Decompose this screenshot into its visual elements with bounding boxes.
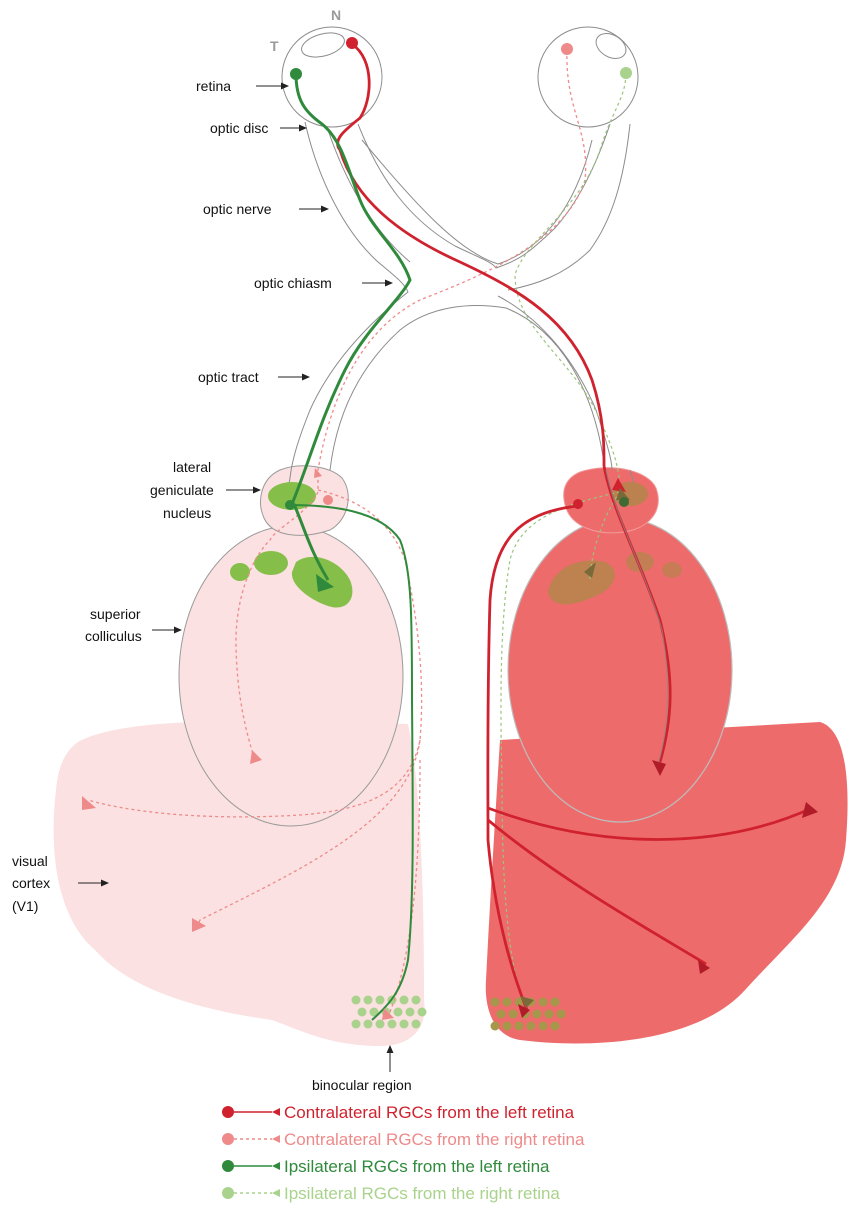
nasal-label: N xyxy=(331,7,341,23)
optic-disc-label: optic disc xyxy=(210,120,268,136)
binocular-dot xyxy=(527,1022,536,1031)
v1-label-line1: visual xyxy=(12,853,48,869)
binocular-dot xyxy=(545,1010,554,1019)
lgn-label-line1: lateral xyxy=(173,459,211,475)
binocular-dot xyxy=(503,1022,512,1031)
right-superior-colliculus xyxy=(508,518,732,822)
right-hemisphere xyxy=(486,468,848,1044)
binocular-dot xyxy=(412,1020,421,1029)
binocular-dot xyxy=(515,1022,524,1031)
legend-item: Contralateral RGCs from the right retina xyxy=(222,1130,585,1149)
legend-swatch-arrowhead xyxy=(272,1189,280,1197)
legend-swatch-arrowhead xyxy=(272,1135,280,1143)
sc-label-line1: superior xyxy=(90,606,141,622)
v1-label-line3: (V1) xyxy=(12,898,38,914)
binocular-dot xyxy=(388,1020,397,1029)
legend-swatch-dot xyxy=(222,1133,234,1145)
left-lgn-contra-dot xyxy=(323,495,333,505)
binocular-dot xyxy=(539,998,548,1007)
temporal-label: T xyxy=(270,38,279,54)
legend-label: Ipsilateral RGCs from the left retina xyxy=(284,1157,550,1176)
sc-label-line2: colliculus xyxy=(85,628,142,644)
binocular-dot xyxy=(400,996,409,1005)
left-retina-ipsi-origin xyxy=(290,68,302,80)
binocular-dot xyxy=(503,998,512,1007)
right-retina-ipsi-origin xyxy=(620,67,632,79)
left-superior-colliculus xyxy=(179,526,403,826)
legend-item: Contralateral RGCs from the left retina xyxy=(222,1103,575,1122)
left-hemisphere xyxy=(54,466,425,1046)
binocular-dot xyxy=(376,996,385,1005)
legend-label: Contralateral RGCs from the right retina xyxy=(284,1130,585,1149)
binocular-dot xyxy=(418,1008,427,1017)
legend-item: Ipsilateral RGCs from the left retina xyxy=(222,1157,550,1176)
binocular-dot xyxy=(557,1010,566,1019)
binocular-dot xyxy=(364,1020,373,1029)
binocular-dot xyxy=(497,1010,506,1019)
binocular-dot xyxy=(394,1008,403,1017)
optic-chiasm-label: optic chiasm xyxy=(254,275,332,291)
optic-nerve-label: optic nerve xyxy=(203,201,272,217)
binocular-dot xyxy=(358,1008,367,1017)
binocular-dot xyxy=(406,1008,415,1017)
legend-swatch-arrowhead xyxy=(272,1162,280,1170)
right-sc-green-patch-3 xyxy=(662,562,682,578)
left-sc-green-patch-1 xyxy=(230,563,250,581)
binocular-dot xyxy=(533,1010,542,1019)
right-lgn-ipsi-dot xyxy=(619,497,629,507)
right-retina-contra-origin xyxy=(561,43,573,55)
binocular-dot xyxy=(412,996,421,1005)
lgn-label-line3: nucleus xyxy=(163,505,211,521)
legend: Contralateral RGCs from the left retinaC… xyxy=(222,1103,585,1203)
binocular-dot xyxy=(376,1020,385,1029)
left-lgn-ipsi-dot xyxy=(285,500,295,510)
binocular-region-label: binocular region xyxy=(312,1077,412,1093)
right-lgn-contra-dot xyxy=(573,499,583,509)
legend-swatch-arrowhead xyxy=(272,1108,280,1116)
legend-swatch-dot xyxy=(222,1160,234,1172)
binocular-dot xyxy=(551,1022,560,1031)
binocular-dot xyxy=(491,998,500,1007)
legend-swatch-dot xyxy=(222,1187,234,1199)
legend-item: Ipsilateral RGCs from the right retina xyxy=(222,1184,560,1203)
optic-tract-label: optic tract xyxy=(198,369,259,385)
binocular-dot xyxy=(551,998,560,1007)
v1-label-line2: cortex xyxy=(12,875,50,891)
binocular-dot xyxy=(352,1020,361,1029)
legend-label: Ipsilateral RGCs from the right retina xyxy=(284,1184,560,1203)
binocular-dot xyxy=(352,996,361,1005)
legend-label: Contralateral RGCs from the left retina xyxy=(284,1103,575,1122)
binocular-dot xyxy=(509,1010,518,1019)
legend-swatch-dot xyxy=(222,1106,234,1118)
left-retina-contra-origin xyxy=(346,37,358,49)
lgn-label-line2: geniculate xyxy=(150,482,214,498)
binocular-dot xyxy=(400,1020,409,1029)
binocular-dot xyxy=(364,996,373,1005)
binocular-dot xyxy=(539,1022,548,1031)
retina-label: retina xyxy=(196,78,231,94)
binocular-dot xyxy=(491,1022,500,1031)
